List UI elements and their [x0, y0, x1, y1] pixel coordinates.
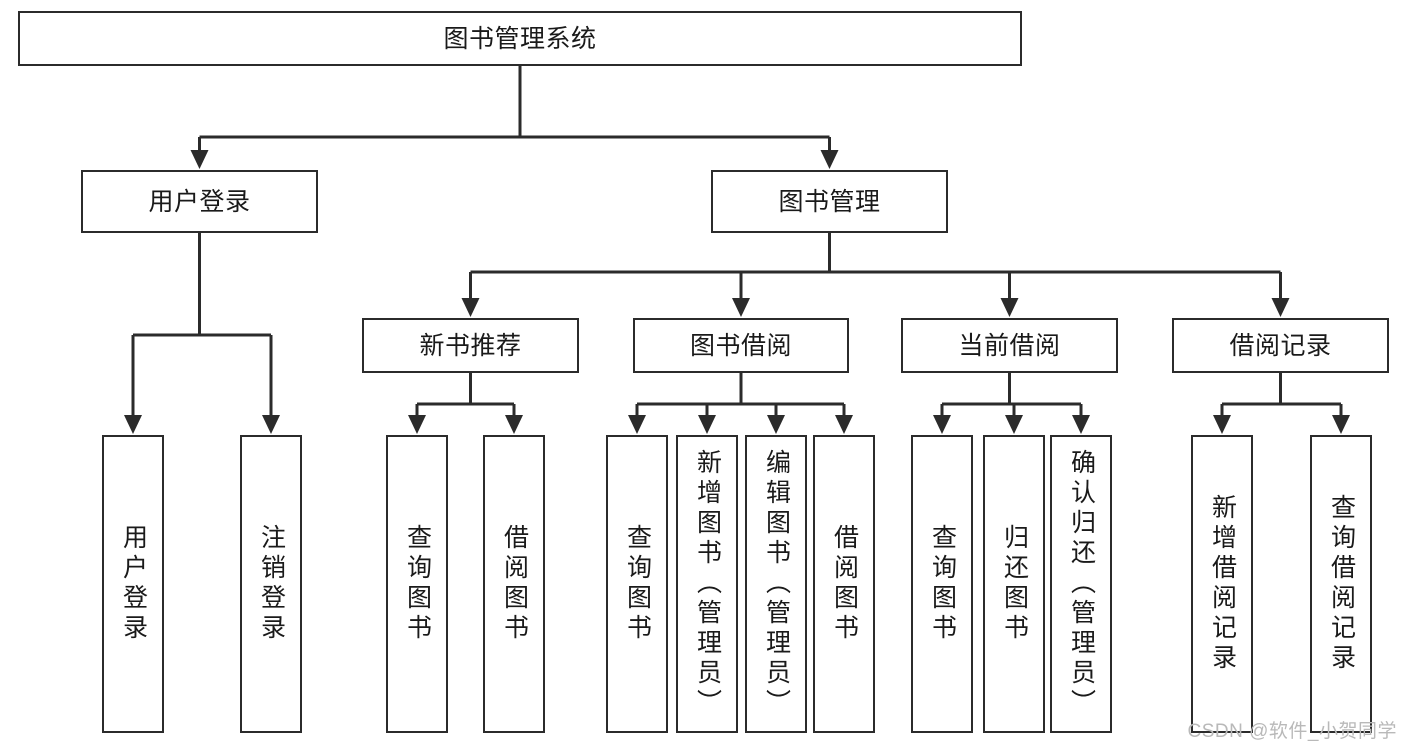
- arrow-head-leaf-r-add: [1213, 415, 1231, 434]
- node-label: 用户登录: [119, 524, 148, 644]
- arrow-head-leaf-new-borrow: [505, 415, 523, 434]
- node-leaf-b-edit[interactable]: 编辑图书（管理员）: [745, 435, 807, 733]
- node-label: 新书推荐: [419, 331, 522, 360]
- node-label: 借阅记录: [1229, 331, 1332, 360]
- arrow-head-leaf-user-login: [124, 415, 142, 434]
- node-current[interactable]: 当前借阅: [901, 318, 1118, 373]
- arrow-head-bookmgmt: [820, 150, 839, 169]
- node-label: 查询图书: [623, 524, 652, 644]
- node-label: 查询借阅记录: [1327, 494, 1356, 674]
- arrow-head-leaf-r-query: [1332, 415, 1350, 434]
- node-label: 注销登录: [257, 524, 286, 644]
- node-label: 借阅图书: [500, 524, 529, 644]
- node-leaf-user-login[interactable]: 用户登录: [102, 435, 164, 733]
- node-leaf-c-return[interactable]: 归还图书: [983, 435, 1045, 733]
- node-label: 编辑图书（管理员）: [762, 449, 791, 719]
- arrow-head-leaf-c-query: [933, 415, 951, 434]
- node-leaf-c-confirm[interactable]: 确认归还（管理员）: [1050, 435, 1112, 733]
- arrow-head-leaf-b-borrow: [835, 415, 853, 434]
- arrow-head-leaf-b-edit: [767, 415, 785, 434]
- arrow-head-records: [1271, 298, 1290, 317]
- node-label: 用户登录: [148, 187, 251, 216]
- node-label: 确认归还（管理员）: [1067, 449, 1096, 719]
- arrow-head-leaf-b-add: [698, 415, 716, 434]
- node-leaf-b-query[interactable]: 查询图书: [606, 435, 668, 733]
- arrow-head-leaf-user-logout: [262, 415, 280, 434]
- node-label: 图书管理: [778, 187, 881, 216]
- arrow-head-newbook: [461, 298, 480, 317]
- node-label: 查询图书: [928, 524, 957, 644]
- node-leaf-new-query[interactable]: 查询图书: [386, 435, 448, 733]
- node-leaf-user-logout[interactable]: 注销登录: [240, 435, 302, 733]
- node-label: 图书借阅: [689, 331, 792, 360]
- node-label: 新增图书（管理员）: [693, 449, 722, 719]
- arrow-head-login: [190, 150, 209, 169]
- node-borrow[interactable]: 图书借阅: [633, 318, 849, 373]
- arrow-head-leaf-b-query: [628, 415, 646, 434]
- node-label: 查询图书: [403, 524, 432, 644]
- arrow-head-leaf-new-query: [408, 415, 426, 434]
- node-login[interactable]: 用户登录: [81, 170, 318, 233]
- watermark-text: CSDN @软件_小贺同学: [1187, 721, 1397, 742]
- node-leaf-new-borrow[interactable]: 借阅图书: [483, 435, 545, 733]
- node-records[interactable]: 借阅记录: [1172, 318, 1389, 373]
- node-label: 当前借阅: [958, 331, 1061, 360]
- node-leaf-r-add[interactable]: 新增借阅记录: [1191, 435, 1253, 733]
- node-leaf-b-borrow[interactable]: 借阅图书: [813, 435, 875, 733]
- node-leaf-b-add[interactable]: 新增图书（管理员）: [676, 435, 738, 733]
- node-label: 归还图书: [1000, 524, 1029, 644]
- arrow-head-leaf-c-return: [1005, 415, 1023, 434]
- node-leaf-c-query[interactable]: 查询图书: [911, 435, 973, 733]
- node-label: 借阅图书: [830, 524, 859, 644]
- node-newbook[interactable]: 新书推荐: [362, 318, 579, 373]
- node-label: 图书管理系统: [443, 24, 597, 53]
- node-label: 新增借阅记录: [1208, 494, 1237, 674]
- arrow-head-borrow: [732, 298, 750, 317]
- arrow-head-leaf-c-confirm: [1072, 415, 1090, 434]
- node-root[interactable]: 图书管理系统: [18, 11, 1022, 66]
- node-bookmgmt[interactable]: 图书管理: [711, 170, 948, 233]
- arrow-head-current: [1000, 298, 1019, 317]
- node-leaf-r-query[interactable]: 查询借阅记录: [1310, 435, 1372, 733]
